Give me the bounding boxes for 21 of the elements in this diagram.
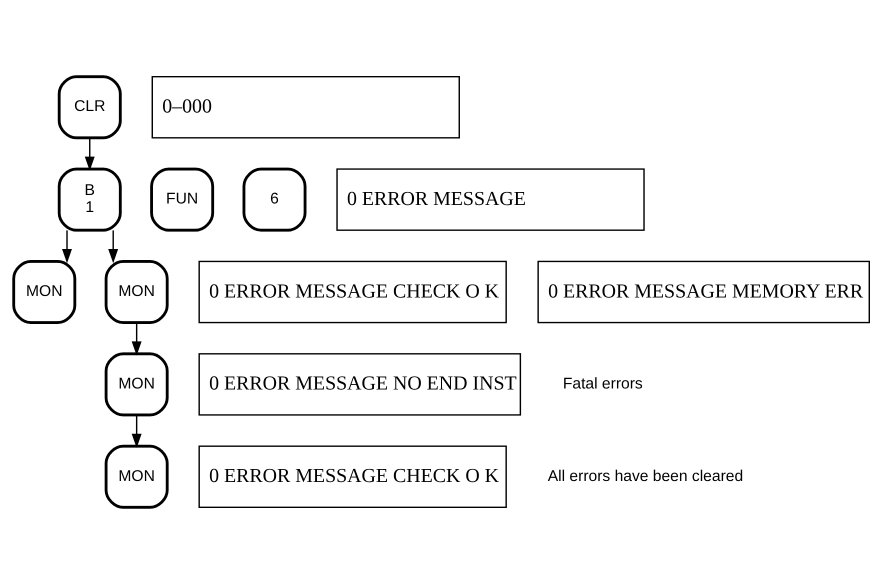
node-box: MON: [104, 260, 169, 324]
node-box: MON: [12, 260, 76, 324]
node-box: B 1: [58, 167, 122, 232]
node-box: CLR: [58, 74, 122, 139]
node-box: FUN: [150, 167, 214, 232]
node-box: 0 ERROR MESSAGE MEMORY ERR: [537, 260, 870, 323]
label: Fatal errors: [562, 374, 643, 392]
label: All errors have been cleared: [548, 467, 744, 484]
node-box: MON: [104, 444, 169, 508]
node-box: 0 ERROR MESSAGE CHECK O K: [198, 445, 507, 508]
node-box: MON: [104, 352, 169, 416]
node-box: 0 ERROR MESSAGE NO END INST: [198, 352, 522, 416]
node-box: 0 ERROR MESSAGE: [336, 168, 645, 230]
node-box: 0 ERROR MESSAGE CHECK O K: [198, 260, 507, 323]
arrow: [84, 138, 95, 170]
node-box: 6: [242, 167, 306, 232]
arrow: [108, 230, 118, 263]
arrow: [62, 230, 72, 263]
arrow: [132, 322, 142, 356]
arrow: [132, 414, 142, 448]
node-box: 0–000: [152, 75, 460, 138]
